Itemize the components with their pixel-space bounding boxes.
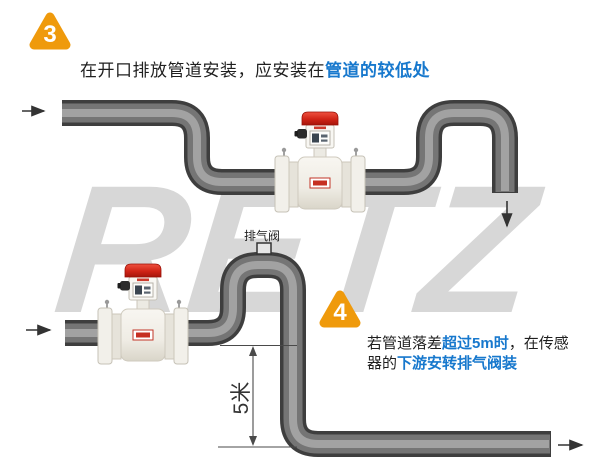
- dimension-drop-height: [218, 344, 297, 448]
- step-3-text-highlight: 管道的较低处: [325, 61, 430, 80]
- step-4-line2-highlight: 下游安转排气阀装: [397, 355, 518, 372]
- vent-valve-label: 排气阀: [243, 229, 280, 243]
- step-4-line1-black2: ，在传感: [508, 335, 569, 352]
- step-4-line1-highlight: 超过5m时: [442, 335, 509, 352]
- step-4-line2-black: 器的: [367, 355, 398, 372]
- step-3-number: 3: [43, 21, 57, 48]
- vent-valve-icon: [256, 242, 272, 255]
- pipe-run-bottom: [65, 252, 551, 457]
- warning-triangle-4-icon: [319, 290, 361, 328]
- step-4-number: 4: [333, 299, 347, 326]
- step-4-line-1: 若管道落差超过5m时，在传感: [367, 334, 592, 354]
- step-4-instruction: 若管道落差超过5m时，在传感 器的下游安转排气阀装: [367, 334, 592, 374]
- step-3-text-black: 在开口排放管道安装，应安装在: [80, 61, 325, 80]
- step-3-instruction: 在开口排放管道安装，应安装在管道的较低处: [80, 56, 430, 81]
- drop-height-label: 5米: [230, 381, 253, 415]
- pipe-run-top: [62, 100, 518, 195]
- warning-triangle-3-icon: [29, 12, 71, 50]
- flowmeter-bottom: [97, 263, 189, 365]
- flowmeter-top: [274, 111, 366, 213]
- step-4-line-2: 器的下游安转排气阀装: [367, 354, 592, 374]
- step-4-line1-black: 若管道落差: [367, 335, 443, 352]
